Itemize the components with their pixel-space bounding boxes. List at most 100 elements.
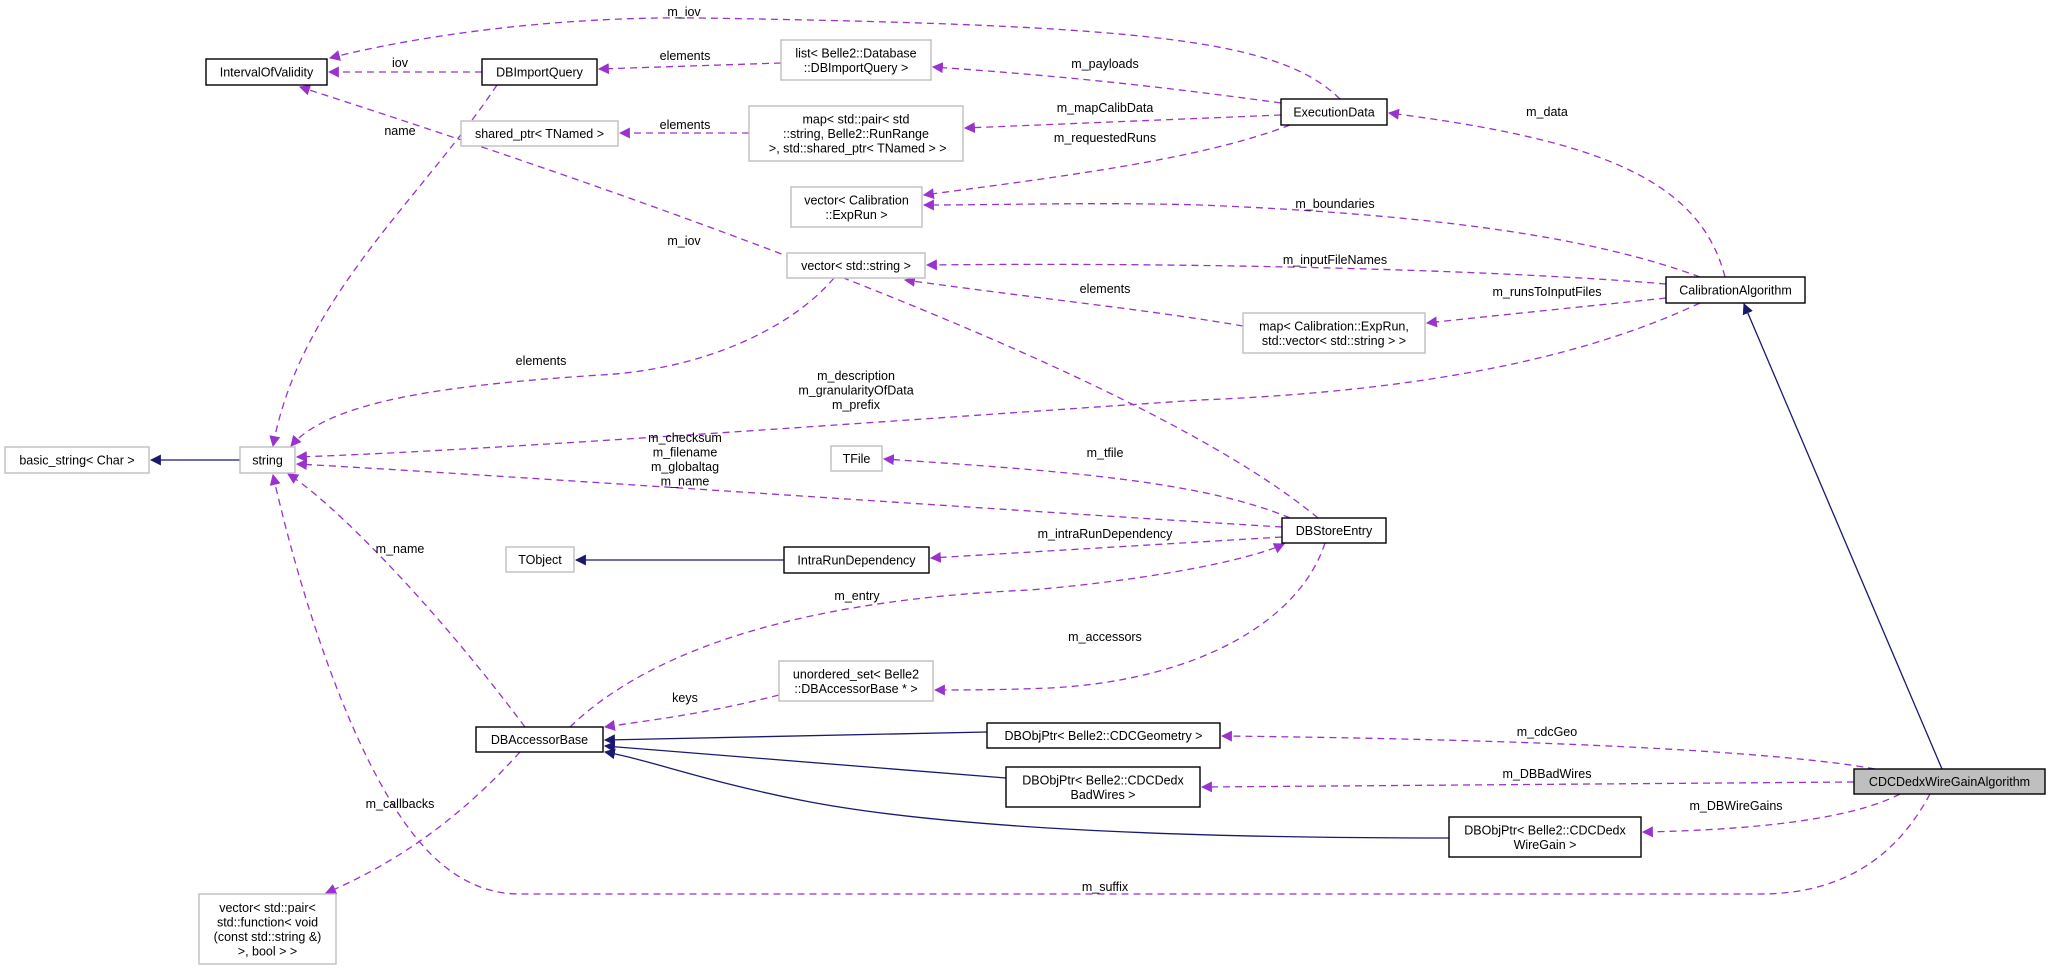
class-name-line: IntraRunDependency bbox=[797, 554, 916, 568]
edge-label: m_payloads bbox=[1071, 57, 1138, 71]
class-node-unordset[interactable]: unordered_set< Belle2::DBAccessorBase * … bbox=[778, 660, 934, 702]
class-node-intrarun[interactable]: IntraRunDependency bbox=[783, 546, 930, 574]
class-node-dbimport[interactable]: DBImportQuery bbox=[481, 58, 598, 86]
usage-edge-elements bbox=[290, 277, 835, 447]
usage-edge-m-mapcalibdata bbox=[963, 114, 1282, 134]
class-node-mappair[interactable]: map< std::pair< std::string, Belle2::Run… bbox=[748, 105, 964, 162]
class-name-line: DBObjPtr< Belle2::CDCGeometry > bbox=[1005, 729, 1203, 743]
class-node-dbaccessor[interactable]: DBAccessorBase bbox=[475, 726, 604, 753]
class-node-veccallbacks[interactable]: vector< std::pair<std::function< void(co… bbox=[198, 893, 337, 965]
class-node-cdcgeo[interactable]: DBObjPtr< Belle2::CDCGeometry > bbox=[986, 722, 1221, 749]
class-node-string[interactable]: string bbox=[239, 446, 296, 474]
class-name-line: DBStoreEntry bbox=[1296, 524, 1373, 538]
class-node-vecstring[interactable]: vector< std::string > bbox=[786, 252, 926, 279]
class-node-cdcdedx[interactable]: CDCDedxWireGainAlgorithm bbox=[1853, 768, 2046, 795]
edge-label: m_iov bbox=[667, 234, 701, 248]
edge-label-line: m_mapCalibData bbox=[1057, 101, 1154, 115]
edge-label-line: elements bbox=[1080, 282, 1131, 296]
class-node-dbstore[interactable]: DBStoreEntry bbox=[1281, 517, 1387, 544]
class-name: TFile bbox=[843, 452, 871, 466]
class-name-line: shared_ptr< TNamed > bbox=[475, 127, 604, 141]
class-name-line: vector< std::pair< bbox=[219, 901, 316, 915]
class-name-line: vector< Calibration bbox=[804, 193, 909, 207]
class-name: vector< Calibration::ExpRun > bbox=[804, 193, 909, 222]
class-name-line: vector< std::string > bbox=[801, 259, 911, 273]
usage-edge-m-inputfilenames bbox=[925, 259, 1667, 285]
edge-label-line: m_entry bbox=[834, 589, 880, 603]
class-name-line: ::ExpRun > bbox=[825, 208, 887, 222]
edge-label: m_callbacks bbox=[366, 797, 435, 811]
node-box bbox=[1281, 517, 1387, 544]
usage-edge-m-iov bbox=[298, 84, 1319, 519]
usage-edge-m-dbwiregains bbox=[1641, 793, 1901, 838]
class-name: CalibrationAlgorithm bbox=[1679, 284, 1792, 298]
class-node-basicstring[interactable]: basic_string< Char > bbox=[4, 446, 150, 474]
edge-label: m_cdcGeo bbox=[1517, 725, 1577, 739]
class-node-mapexprun[interactable]: map< Calibration::ExpRun,std::vector< st… bbox=[1242, 312, 1426, 354]
node-box bbox=[1242, 312, 1426, 354]
class-node-tfile[interactable]: TFile bbox=[830, 445, 883, 472]
node-box bbox=[1280, 98, 1388, 126]
node-box bbox=[790, 186, 923, 228]
class-node-tobject[interactable]: TObject bbox=[505, 546, 575, 573]
node-box bbox=[786, 252, 926, 279]
node-box bbox=[205, 58, 328, 86]
class-node-vecexprun[interactable]: vector< Calibration::ExpRun > bbox=[790, 186, 923, 228]
class-name-line: ExecutionData bbox=[1293, 106, 1374, 120]
edge-label-line: elements bbox=[660, 118, 711, 132]
edge-label-line: m_DBWireGains bbox=[1689, 799, 1782, 813]
edge-label-line: m_requestedRuns bbox=[1054, 131, 1156, 145]
class-name-line: DBAccessorBase bbox=[491, 733, 588, 747]
edge-label: m_requestedRuns bbox=[1054, 131, 1156, 145]
edge-label: m_intraRunDependency bbox=[1038, 527, 1174, 541]
class-name-line: WireGain > bbox=[1514, 838, 1577, 852]
edge-label: keys bbox=[672, 691, 698, 705]
node-box bbox=[783, 546, 930, 574]
nodes-layer: IntervalOfValidity DBImportQuery list< Bel… bbox=[4, 39, 2046, 965]
node-box bbox=[481, 58, 598, 86]
class-name: DBObjPtr< Belle2::CDCGeometry > bbox=[1005, 729, 1203, 743]
class-name: basic_string< Char > bbox=[19, 454, 134, 468]
usage-edge-m-tfile bbox=[882, 454, 1291, 519]
node-box bbox=[1853, 768, 2046, 795]
class-node-listdb[interactable]: list< Belle2::Database::DBImportQuery > bbox=[780, 39, 932, 81]
usage-edge-m-entry bbox=[569, 543, 1285, 728]
edge-label-line: m_suffix bbox=[1082, 880, 1129, 894]
edge-label-line: m_prefix bbox=[832, 398, 881, 412]
class-name-line: map< Calibration::ExpRun, bbox=[1259, 319, 1409, 333]
class-name: IntervalOfValidity bbox=[220, 66, 314, 80]
edge-label: m_runsToInputFiles bbox=[1492, 285, 1601, 299]
edge-label: m_iov bbox=[667, 5, 701, 19]
class-name: IntraRunDependency bbox=[797, 554, 916, 568]
edge-label: iov bbox=[392, 56, 409, 70]
edge-label-line: m_intraRunDependency bbox=[1038, 527, 1174, 541]
inheritance-edge bbox=[603, 731, 988, 746]
inheritance-edge bbox=[603, 741, 1007, 779]
class-name-line: map< std::pair< std bbox=[802, 113, 909, 127]
class-node-sharedptr[interactable]: shared_ptr< TNamed > bbox=[460, 120, 619, 147]
class-name: ExecutionData bbox=[1293, 106, 1374, 120]
class-name-line: DBObjPtr< Belle2::CDCDedx bbox=[1464, 823, 1626, 837]
edge-label-line: m_name bbox=[376, 542, 425, 556]
edge-label-line: m_inputFileNames bbox=[1283, 253, 1387, 267]
usage-edge-m-requestedruns bbox=[922, 124, 1291, 200]
usage-edge-m-accessors bbox=[933, 542, 1326, 696]
node-box bbox=[475, 726, 604, 753]
class-node-calibalg[interactable]: CalibrationAlgorithm bbox=[1665, 276, 1806, 304]
class-node-execdata[interactable]: ExecutionData bbox=[1280, 98, 1388, 126]
class-node-iov[interactable]: IntervalOfValidity bbox=[205, 58, 328, 86]
class-name-line: >, std::shared_ptr< TNamed > > bbox=[765, 142, 946, 156]
edge-label: name bbox=[384, 124, 415, 138]
class-name-line: list< Belle2::Database bbox=[795, 46, 916, 60]
node-box bbox=[1448, 816, 1642, 858]
usage-edge-m-name bbox=[287, 473, 526, 728]
inheritance-edge bbox=[603, 748, 1450, 839]
class-name-line: >, bool > > bbox=[238, 944, 297, 958]
usage-edge-m-cdcgeo bbox=[1220, 730, 1876, 770]
